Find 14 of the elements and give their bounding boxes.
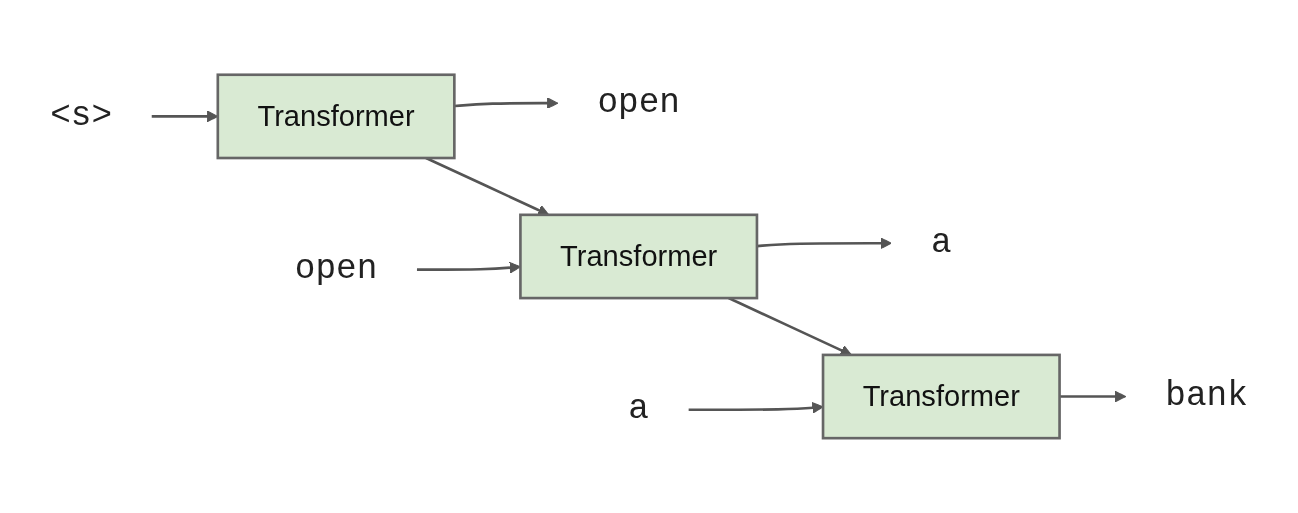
arrow xyxy=(454,97,559,109)
arrow xyxy=(756,237,892,250)
node-box: Transformer xyxy=(519,213,759,300)
node-box: Transformer xyxy=(216,73,456,160)
node-text: open xyxy=(597,82,680,123)
node-text: a xyxy=(628,389,649,429)
arrow xyxy=(688,402,824,414)
arrow xyxy=(416,261,521,274)
node-text: <s> xyxy=(50,95,113,136)
arrow xyxy=(1059,390,1127,403)
node-box: Transformer xyxy=(821,353,1061,440)
node-text: bank xyxy=(1165,376,1248,416)
node-text: a xyxy=(930,222,952,263)
node-text: open xyxy=(294,249,378,289)
